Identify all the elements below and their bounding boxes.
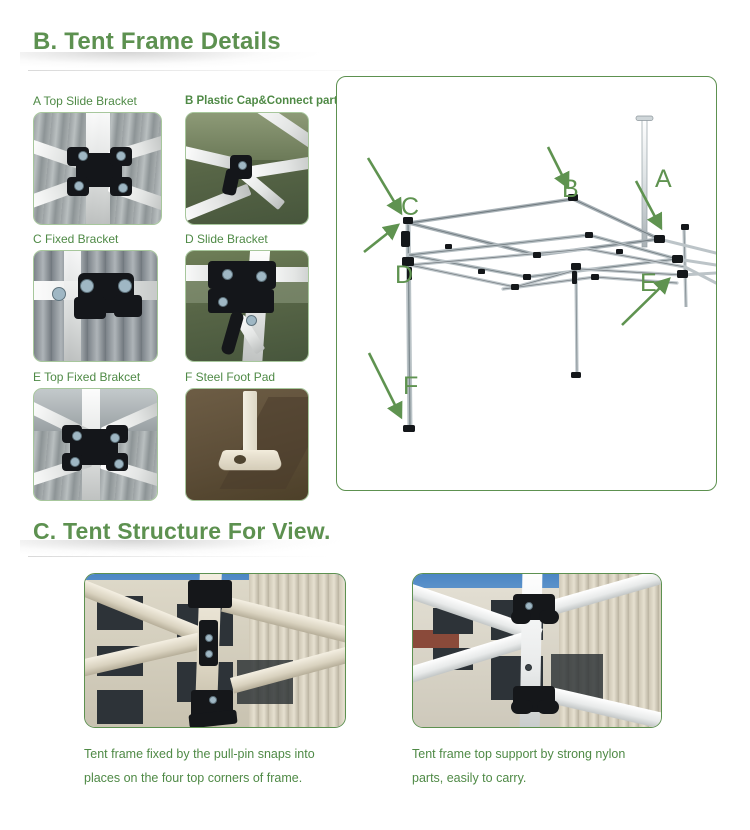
structure-caption-right-line2: parts, easily to carry. xyxy=(412,771,527,785)
section-c-divider xyxy=(28,556,328,557)
callout-label-c: C xyxy=(401,193,420,221)
section-c-header: C. Tent Structure For View. xyxy=(33,518,331,545)
thumbnail-card-d[interactable]: D Slide Bracket xyxy=(185,232,309,362)
callout-label-a: A xyxy=(655,165,672,193)
structure-caption-left-line1: Tent frame fixed by the pull-pin snaps i… xyxy=(84,747,315,761)
photo-slide-bracket xyxy=(186,251,308,361)
frame-diagram-svg xyxy=(363,115,716,433)
diagram-joints xyxy=(401,194,689,432)
arrow-f xyxy=(367,352,403,420)
thumbnail-label-d: D Slide Bracket xyxy=(185,232,268,246)
photo-top-slide-bracket xyxy=(34,113,161,224)
photo-plastic-cap-connect xyxy=(186,113,308,224)
section-c-header-shadow xyxy=(20,540,370,574)
arrow-c xyxy=(366,157,403,216)
callout-label-b: B xyxy=(562,175,579,203)
thumbnail-card-e[interactable]: E Top Fixed Brakcet xyxy=(33,370,158,501)
thumbnail-image-b[interactable] xyxy=(185,112,309,225)
thumbnail-image-c[interactable] xyxy=(33,250,158,362)
structure-caption-right-line1: Tent frame top support by strong nylon xyxy=(412,747,626,761)
section-b-title: B. Tent Frame Details xyxy=(33,28,281,55)
diagram-right-extension xyxy=(657,237,716,285)
photo-top-fixed-bracket xyxy=(34,389,157,500)
callout-label-d: D xyxy=(395,261,414,289)
arrow-e xyxy=(621,277,671,326)
photo-steel-foot-pad xyxy=(186,389,308,500)
section-b-header-shadow xyxy=(20,52,350,86)
photo-pull-pin-corner xyxy=(85,574,345,727)
thumbnail-image-e[interactable] xyxy=(33,388,158,501)
section-c-title: C. Tent Structure For View. xyxy=(33,518,331,544)
thumbnail-label-b: B Plastic Cap&Connect part xyxy=(185,95,338,107)
section-b-divider xyxy=(28,70,448,71)
thumbnail-card-a[interactable]: A Top Slide Bracket xyxy=(33,94,162,225)
structure-photo-left-frame[interactable] xyxy=(84,573,346,728)
frame-diagram-panel[interactable]: C D B A E F xyxy=(336,76,717,491)
arrow-b xyxy=(546,146,570,190)
callout-label-f: F xyxy=(403,372,419,400)
arrow-d xyxy=(363,223,401,254)
callout-label-e: E xyxy=(640,269,657,297)
structure-photo-right-frame[interactable] xyxy=(412,573,662,728)
thumbnail-label-c: C Fixed Bracket xyxy=(33,232,119,246)
thumbnail-card-c[interactable]: C Fixed Bracket xyxy=(33,232,158,362)
photo-nylon-top-support xyxy=(413,574,661,727)
thumbnail-image-f[interactable] xyxy=(185,388,309,501)
photo-fixed-bracket xyxy=(34,251,157,361)
structure-caption-left: Tent frame fixed by the pull-pin snaps i… xyxy=(84,742,384,790)
thumbnail-card-f[interactable]: F Steel Foot Pad xyxy=(185,370,309,501)
thumbnail-label-e: E Top Fixed Brakcet xyxy=(33,370,141,384)
thumbnail-image-d[interactable] xyxy=(185,250,309,362)
thumbnail-card-b[interactable]: B Plastic Cap&Connect part xyxy=(185,94,338,225)
thumbnail-label-f: F Steel Foot Pad xyxy=(185,370,276,384)
structure-caption-right: Tent frame top support by strong nylon p… xyxy=(412,742,712,790)
thumbnail-label-a: A Top Slide Bracket xyxy=(33,94,137,108)
thumbnail-image-a[interactable] xyxy=(33,112,162,225)
arrow-a xyxy=(634,180,663,231)
diagram-callout-arrows xyxy=(363,146,671,420)
structure-photo-left[interactable] xyxy=(84,573,346,728)
diagram-center-mast xyxy=(635,115,654,248)
structure-caption-left-line2: places on the four top corners of frame. xyxy=(84,771,303,785)
structure-photo-right[interactable] xyxy=(412,573,662,728)
section-b-header: B. Tent Frame Details xyxy=(33,28,281,56)
